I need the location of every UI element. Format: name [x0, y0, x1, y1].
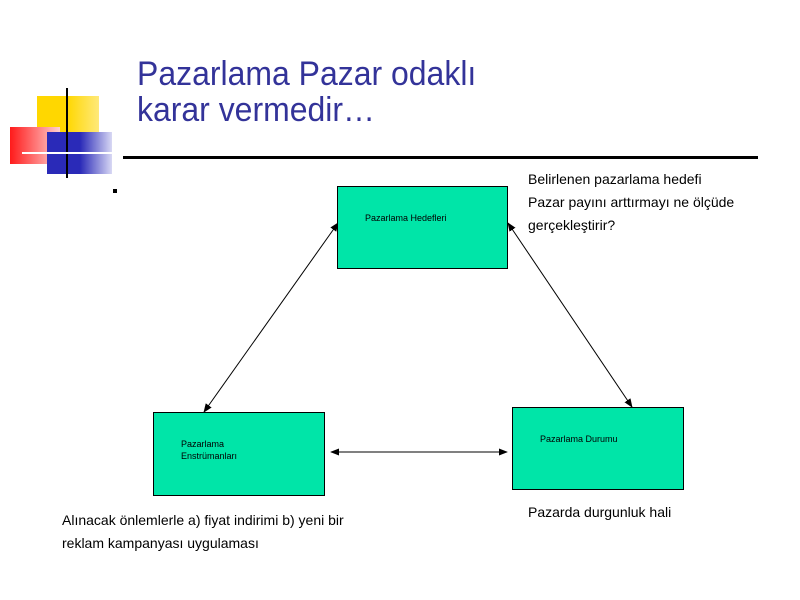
note-top-right-line: Belirlenen pazarlama hedefi	[528, 171, 702, 187]
note-top-right-line: gerçekleştirir?	[528, 217, 616, 233]
box-marketing-instruments: Pazarlama Enstrümanları	[153, 412, 325, 496]
corner-decoration	[10, 88, 120, 178]
deco-yellow-square	[37, 96, 67, 132]
title-line-2: karar vermedir…	[137, 91, 375, 129]
note-bottom-left-line: reklam kampanyası uygulaması	[62, 535, 259, 551]
note-bottom-right-line: Pazarda durgunluk hali	[528, 504, 672, 520]
deco-yellow-square-light	[67, 96, 99, 132]
slide-title: Pazarlama Pazar odaklı karar vermedir…	[137, 56, 701, 128]
title-divider	[123, 156, 758, 159]
note-top-right-line: Pazar payını arttırmayı ne ölçüde	[528, 194, 735, 210]
arrow-top-right	[507, 222, 633, 408]
box-marketing-instruments-line1: Pazarlama	[181, 439, 225, 449]
title-line-1: Pazarlama Pazar odaklı	[137, 55, 477, 93]
note-bottom-left-line: Alınacak önlemlerle a) fiyat indirimi b)…	[62, 512, 344, 528]
box-marketing-instruments-line2: Enstrümanları	[181, 451, 238, 461]
box-marketing-situation: Pazarlama Durumu	[512, 407, 684, 490]
arrow-top-left	[203, 222, 339, 413]
box-marketing-goals-label: Pazarlama Hedefleri	[365, 213, 447, 223]
box-marketing-situation-label: Pazarlama Durumu	[540, 434, 618, 444]
note-bottom-left: Alınacak önlemlerle a) fiyat indirimi b)…	[62, 509, 344, 555]
box-marketing-goals: Pazarlama Hedefleri	[337, 186, 508, 269]
box-marketing-instruments-label: Pazarlama Enstrümanları	[181, 438, 237, 462]
note-top-right: Belirlenen pazarlama hedefi Pazar payını…	[528, 168, 734, 237]
bullet-marker	[113, 189, 117, 193]
note-bottom-right: Pazarda durgunluk hali	[528, 501, 671, 524]
